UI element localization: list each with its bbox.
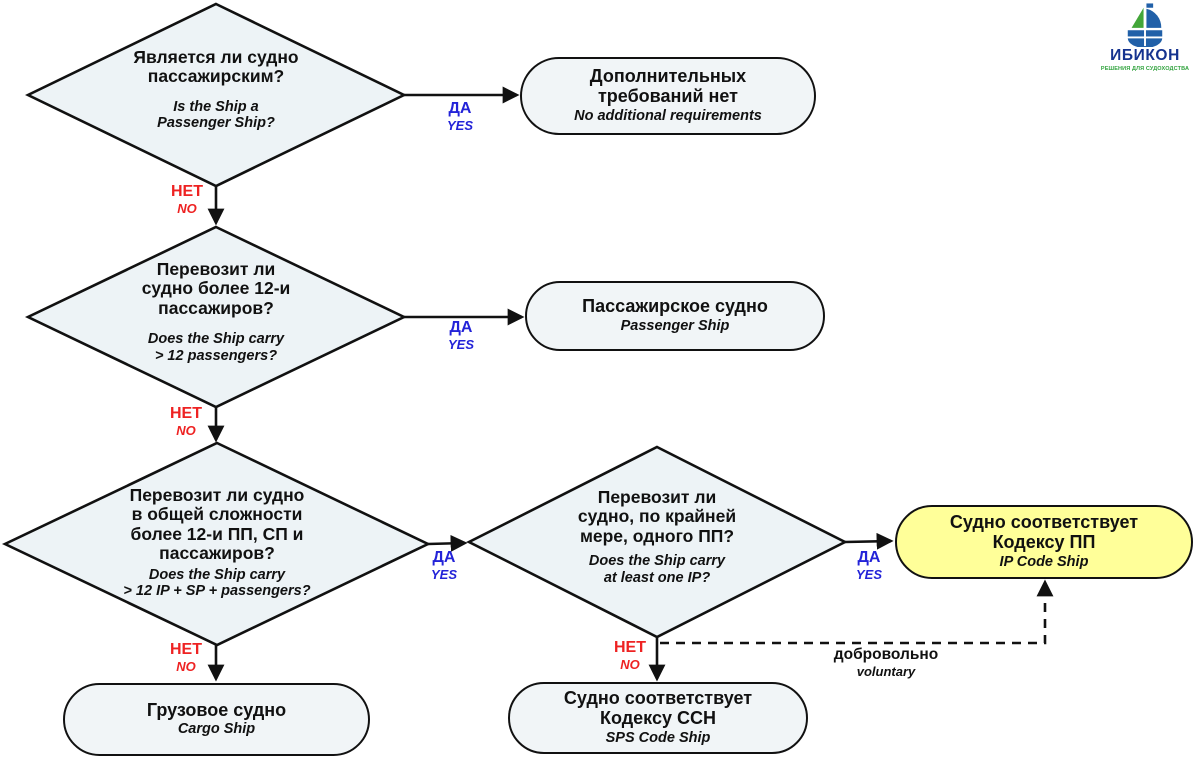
edge-label-no-4: НЕТ NO [614, 639, 646, 673]
yes-label-ru: ДА [448, 100, 472, 117]
result-label-ru: Грузовое судно [146, 699, 287, 720]
result-no-additional-requirements: Дополнительных требований нет No additio… [520, 57, 816, 135]
voluntary-label-ru: добровольно [833, 646, 939, 663]
no-label-en: NO [177, 201, 197, 217]
no-label-en: NO [176, 659, 196, 675]
yes-label-ru: ДА [449, 319, 473, 336]
edge-d4-yes [844, 532, 894, 550]
result-sps-code-ship: Судно соответствует Кодексу ССН SPS Code… [508, 682, 808, 754]
result-label-ru: Судно соответствует Кодексу ПП [949, 512, 1139, 553]
no-label-ru: НЕТ [171, 183, 203, 200]
edge-label-yes-4: ДА YES [855, 549, 883, 583]
decision-3-question-ru: Перевозит ли судно в общей сложности бол… [129, 485, 305, 564]
result-label-en: Passenger Ship [620, 317, 730, 334]
decision-4-question-en: Does the Ship carry at least one IP? [588, 553, 726, 586]
yes-label-en: YES [446, 118, 474, 134]
no-label-ru: НЕТ [170, 641, 202, 658]
decision-1-question-ru: Является ли судно пассажирским? [133, 47, 299, 87]
no-label-en: NO [620, 657, 640, 673]
edge-label-yes-3: ДА YES [430, 549, 458, 583]
result-label-en: SPS Code Ship [605, 729, 711, 746]
decision-2-question-ru: Перевозит ли судно более 12-и пассажиров… [141, 259, 291, 318]
no-label-en: NO [176, 423, 196, 439]
sailboat-icon [1127, 3, 1163, 47]
logo-name: ИБИКОН [1110, 47, 1180, 64]
edge-label-yes-1: ДА YES [446, 100, 474, 134]
result-label-en: Cargo Ship [177, 721, 256, 738]
decision-1-text: Является ли судно пассажирским? Is the S… [66, 47, 366, 132]
edge-voluntary-dashed [660, 579, 1054, 645]
yes-label-en: YES [430, 567, 458, 583]
ibicon-logo: ИБИКОН РЕШЕНИЯ ДЛЯ СУДОХОДСТВА [1095, 2, 1195, 72]
decision-3-question-en: Does the Ship carry > 12 IP + SP + passe… [123, 566, 311, 599]
result-label-ru: Дополнительных требований нет [589, 66, 747, 107]
edge-d3-yes [427, 534, 468, 552]
no-label-ru: НЕТ [614, 639, 646, 656]
result-label-en: IP Code Ship [999, 553, 1089, 570]
edge-label-yes-2: ДА YES [447, 319, 475, 353]
result-label-ru: Пассажирское судно [582, 296, 768, 317]
result-label-ru: Судно соответствует Кодексу ССН [563, 688, 753, 729]
logo-tagline: РЕШЕНИЯ ДЛЯ СУДОХОДСТВА [1100, 66, 1190, 72]
decision-4-text: Перевозит ли судно, по крайней мере, одн… [507, 487, 807, 586]
edge-label-no-2: НЕТ NO [170, 405, 202, 439]
decision-1-question-en: Is the Ship a Passenger Ship? [157, 98, 275, 132]
yes-label-ru: ДА [432, 549, 456, 566]
voluntary-label-en: voluntary [856, 663, 916, 679]
edge-label-no-3: НЕТ NO [170, 641, 202, 675]
no-label-ru: НЕТ [170, 405, 202, 422]
result-cargo-ship: Грузовое судно Cargo Ship [63, 683, 370, 756]
decision-4-question-ru: Перевозит ли судно, по крайней мере, одн… [577, 487, 737, 546]
edge-label-voluntary: добровольно voluntary [834, 647, 938, 678]
yes-label-ru: ДА [857, 549, 881, 566]
edge-label-no-1: НЕТ NO [171, 183, 203, 217]
result-passenger-ship: Пассажирское судно Passenger Ship [525, 281, 825, 351]
decision-3-text: Перевозит ли судно в общей сложности бол… [47, 485, 387, 599]
result-ip-code-ship: Судно соответствует Кодексу ПП IP Code S… [895, 505, 1193, 579]
decision-2-text: Перевозит ли судно более 12-и пассажиров… [66, 259, 366, 364]
yes-label-en: YES [855, 567, 883, 583]
decision-2-question-en: Does the Ship carry > 12 passengers? [147, 331, 285, 364]
yes-label-en: YES [447, 337, 475, 353]
result-label-en: No additional requirements [574, 107, 762, 124]
